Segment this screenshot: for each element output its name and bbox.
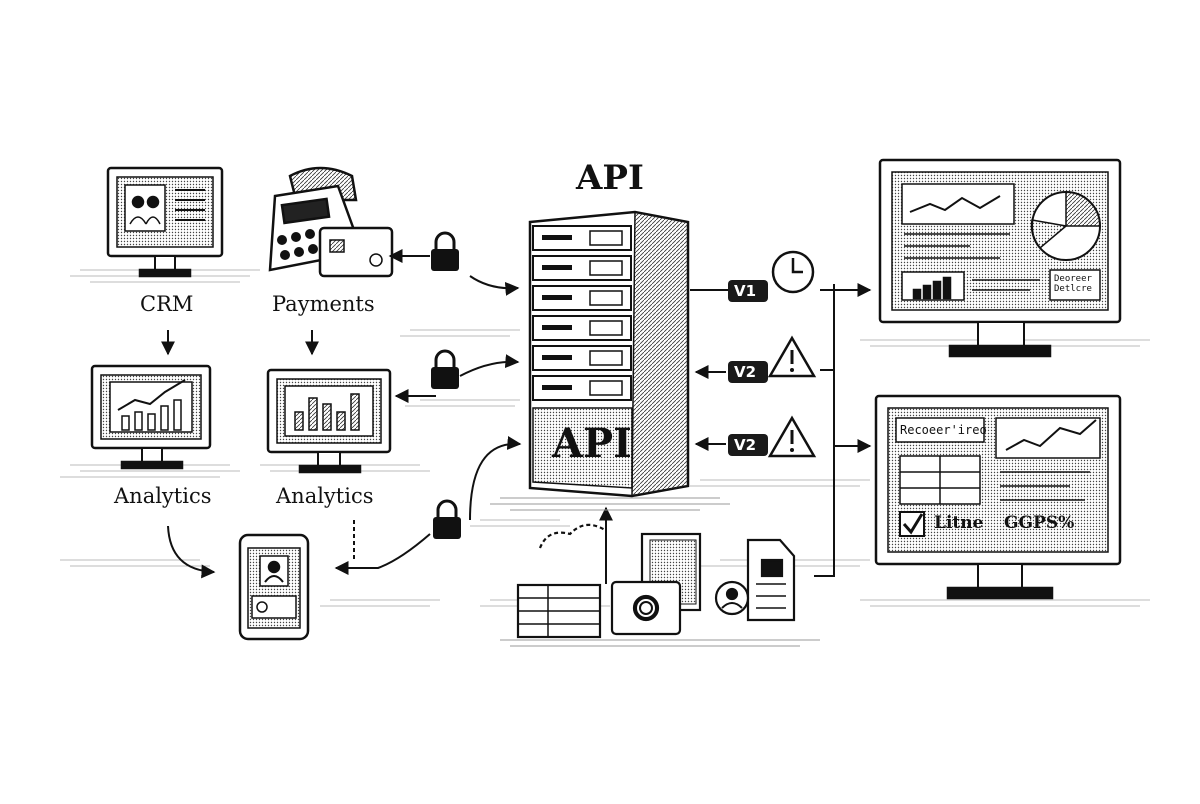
connectors bbox=[161, 249, 872, 584]
server-label: API bbox=[552, 420, 632, 467]
crm-monitor bbox=[106, 166, 224, 278]
payment-terminal bbox=[268, 166, 394, 278]
analytics-monitor-1 bbox=[90, 364, 212, 470]
gear-icon bbox=[637, 599, 655, 617]
version-badge-v1 bbox=[728, 280, 768, 302]
dashboard-monitor-b bbox=[874, 394, 1122, 600]
dashboard-b-header: Recoeer'ireo bbox=[900, 423, 987, 437]
diagram-title: API bbox=[576, 158, 644, 198]
mobile-phone bbox=[238, 533, 310, 641]
warning-icon bbox=[767, 415, 817, 458]
version-label-v1: V1 bbox=[734, 282, 757, 300]
api-server-rack bbox=[528, 210, 690, 498]
version-label-v2-a: V2 bbox=[734, 363, 757, 381]
ground-lines bbox=[490, 497, 820, 647]
version-badge-v2 bbox=[728, 434, 768, 456]
lock-icon bbox=[431, 231, 459, 271]
dashboard-b-footer-text: GGPS% bbox=[1004, 513, 1075, 533]
lock-icon bbox=[431, 349, 459, 389]
version-label-v2-b: V2 bbox=[734, 436, 757, 454]
node-label-analytics-1: Analytics bbox=[114, 484, 212, 508]
lock-icon bbox=[433, 499, 461, 539]
node-label-payments: Payments bbox=[272, 292, 375, 316]
version-badge-v2 bbox=[728, 361, 768, 383]
node-label-crm: CRM bbox=[140, 292, 194, 316]
dashboard-monitor-a bbox=[878, 158, 1122, 358]
bottom-systems-cluster bbox=[516, 523, 796, 639]
dashboard-b-checkbox-label: Litne bbox=[934, 513, 984, 533]
node-label-analytics-2: Analytics bbox=[276, 484, 374, 508]
analytics-monitor-2 bbox=[266, 368, 392, 474]
dashboard-a-box-text: Deoreer Detlcre bbox=[1054, 274, 1092, 294]
clock-icon bbox=[771, 250, 815, 294]
warning-icon bbox=[767, 335, 817, 378]
